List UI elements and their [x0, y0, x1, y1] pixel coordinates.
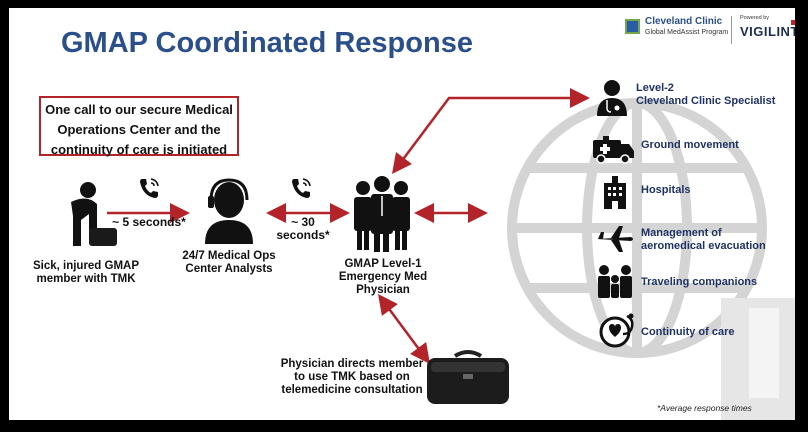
service-label: Continuity of care: [641, 326, 735, 338]
tmk-label: Physician directs member to use TMK base…: [280, 358, 424, 396]
cleveland-clinic-name: Cleveland Clinic: [645, 16, 723, 27]
flow-arrows: [107, 88, 590, 365]
family-icon: [598, 265, 632, 298]
globe-background: [507, 98, 795, 420]
care-icon: [599, 313, 634, 348]
vigilint-logo-mark-icon: [791, 20, 795, 25]
cleveland-clinic-program: Global MedAssist Program: [645, 29, 729, 36]
footnote: *Average response times: [657, 403, 752, 413]
vigilint-logo: VIGILINT: [740, 24, 795, 39]
phone-icon: [292, 178, 311, 198]
physicians-group-icon: [354, 176, 410, 252]
doctor-icon: [597, 80, 627, 116]
airplane-icon: [597, 226, 633, 252]
service-label: Hospitals: [641, 184, 691, 196]
headset-operator-icon: [205, 178, 253, 244]
callout-box: One call to our secure Medical Operation…: [39, 96, 239, 157]
member-label: Sick, injured GMAP member with TMK: [32, 260, 140, 285]
response-time-second: ~ 30 seconds*: [276, 215, 330, 242]
logo-divider: [731, 16, 732, 44]
hospital-icon: [604, 176, 626, 209]
injured-person-icon: [71, 182, 117, 246]
ambulance-icon: [593, 136, 634, 164]
physician-label: GMAP Level-1 Emergency Med Physician: [338, 258, 428, 296]
slide: GMAP Coordinated Response Cleveland Clin…: [9, 8, 795, 420]
arrow-physician-to-specialist: [392, 88, 590, 174]
service-label: Ground movement: [641, 139, 739, 151]
service-label: Traveling companions: [641, 276, 758, 288]
powered-by-label: Powered by: [740, 15, 770, 21]
response-time-first: ~ 5 seconds*: [112, 215, 186, 229]
phone-icon: [140, 178, 159, 198]
analysts-label: 24/7 Medical Ops Center Analysts: [182, 250, 276, 275]
page-title: GMAP Coordinated Response: [61, 27, 473, 59]
tmk-case-icon: [427, 350, 509, 404]
cleveland-clinic-logo-icon: [625, 19, 640, 34]
arrow-physician-to-tmk: [378, 293, 430, 365]
